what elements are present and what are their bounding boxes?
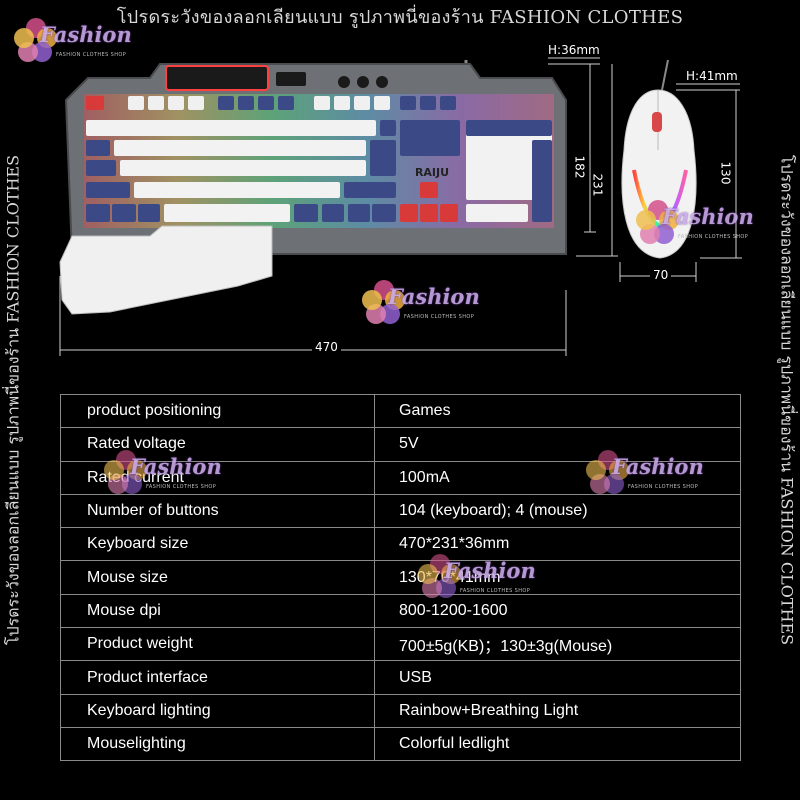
flower-icon [362,280,405,324]
spec-label: Product interface [60,660,375,695]
fashion-logo-watermark: Fashion FASHION CLOTHES SHOP [584,444,704,502]
fashion-logo-watermark: Fashion FASHION CLOTHES SHOP [12,12,132,70]
mouse-length-label: 130 [718,161,733,185]
spec-value: 800-1200-1600 [374,593,741,629]
spec-value: 104 (keyboard); 4 (mouse) [374,493,741,529]
flower-icon [14,18,57,62]
spec-value: 700±5g(KB)；130±3g(Mouse) [374,627,741,662]
fashion-logo-watermark: Fashion FASHION CLOTHES SHOP [634,194,754,252]
spec-label: product positioning [60,393,375,429]
flower-icon [418,554,461,598]
spec-row: Mouse size130*70*41mm [60,560,741,595]
keyboard-image: RAIJU [64,63,567,255]
flower-icon [636,200,679,244]
spec-value: USB [374,660,741,695]
spec-label: Mouselighting [60,726,375,762]
fashion-logo-watermark: Fashion FASHION CLOTHES SHOP [102,444,222,502]
wrist-rest-image [59,225,273,315]
spec-label: Number of buttons [60,493,375,529]
logo-subtitle: FASHION CLOTHES SHOP [146,484,217,490]
spec-label: Keyboard lighting [60,693,375,728]
logo-word: Fashion [662,204,754,229]
logo-word: Fashion [444,558,536,583]
mouse-width-label: 70 [650,268,672,282]
brand-label: RAIJU [415,166,449,179]
logo-subtitle: FASHION CLOTHES SHOP [56,52,127,58]
flower-icon [104,450,147,494]
spec-label: Keyboard size [60,527,375,562]
fashion-logo-watermark: Fashion FASHION CLOTHES SHOP [360,274,480,332]
spec-value: Colorful ledlight [374,726,741,762]
flower-icon [586,450,629,494]
top-watermark: โปรดระวังของลอกเลียนแบบ รูปภาพนี่ของร้าน… [116,7,684,28]
logo-subtitle: FASHION CLOTHES SHOP [628,484,699,490]
logo-word: Fashion [388,284,480,309]
keyboard-depth-inner-label: 182 [572,155,587,179]
spec-label: Mouse size [60,560,375,595]
logo-subtitle: FASHION CLOTHES SHOP [460,588,531,594]
spec-label: Product weight [60,627,375,662]
spec-value: Games [374,393,741,429]
fashion-logo-watermark: Fashion FASHION CLOTHES SHOP [416,548,536,606]
keyboard-height-label: H:36mm [548,43,600,57]
mouse-height-label: H:41mm [686,69,738,83]
logo-subtitle: FASHION CLOTHES SHOP [678,234,749,240]
spec-value: Rainbow+Breathing Light [374,693,741,728]
logo-subtitle: FASHION CLOTHES SHOP [404,314,475,320]
spec-label: Rated voltage [60,427,375,462]
keyboard-width-label: 470 [312,340,341,354]
spec-label: Mouse dpi [60,593,375,629]
keyboard-depth-label: 231 [590,173,605,197]
logo-word: Fashion [40,22,132,47]
logo-word: Fashion [612,454,704,479]
logo-word: Fashion [130,454,222,479]
